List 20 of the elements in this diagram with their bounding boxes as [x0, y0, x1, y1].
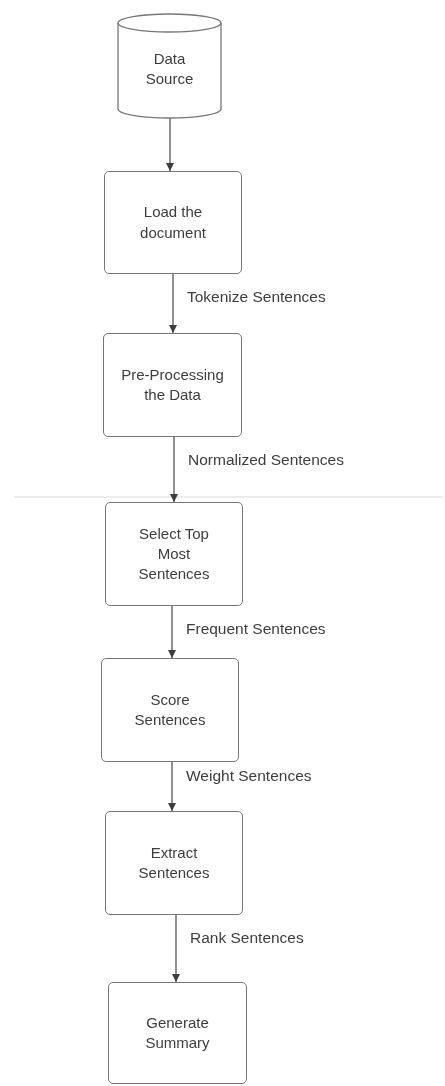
process-box	[104, 171, 242, 274]
process-box	[108, 982, 247, 1084]
process-box	[105, 811, 243, 915]
arrow	[169, 273, 177, 334]
process-box	[105, 502, 243, 606]
process-box	[103, 333, 242, 437]
node-label: Load the document	[139, 202, 207, 243]
node-label: Data Source	[144, 48, 195, 89]
node-label: Generate Summary	[144, 1012, 211, 1053]
arrow	[168, 761, 176, 812]
arrow	[166, 117, 174, 172]
process-box	[101, 658, 239, 762]
node-label: Extract Sentences	[137, 842, 211, 883]
arrow	[168, 605, 176, 659]
edge-label: Weight Sentences	[184, 767, 314, 785]
arrow	[170, 436, 178, 503]
node-label: Pre-Processing the Data	[120, 364, 225, 405]
arrow	[172, 914, 180, 983]
node-label: Score Sentences	[133, 689, 207, 730]
node-label: Select Top Most Sentences	[137, 523, 211, 585]
